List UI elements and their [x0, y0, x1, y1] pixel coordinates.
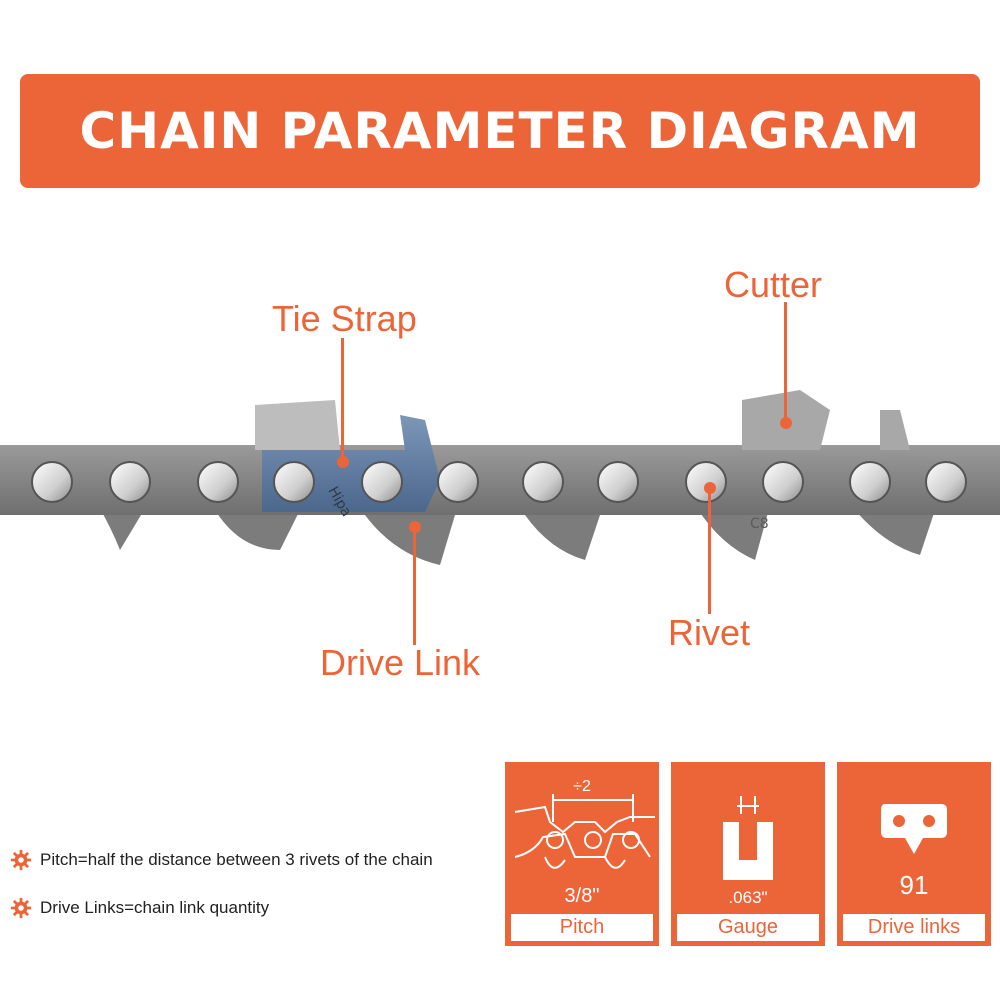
cutter-label: Cutter — [724, 264, 823, 305]
cutter-leader — [784, 302, 787, 423]
gauge-label: Gauge — [717, 916, 779, 938]
pitch-value: 3/8" — [564, 885, 600, 907]
pitch-label-box: Pitch — [511, 914, 653, 941]
pitch-note-text: Pitch=half the distance between 3 rivets… — [40, 850, 433, 869]
drive-links-card: 91 Drive links — [837, 762, 991, 946]
pitch-note: Pitch=half the distance between 3 rivets… — [10, 849, 433, 871]
title-banner: CHAIN PARAMETER DIAGRAM — [20, 74, 980, 188]
drive-links-note: Drive Links=chain link quantity — [10, 897, 269, 919]
pitch-label: Pitch — [559, 916, 605, 938]
drive-link-icon — [881, 804, 947, 854]
gear-icon — [10, 897, 32, 919]
drive-link-leader — [413, 527, 416, 645]
drive-links-label: Drive links — [867, 916, 961, 938]
drive-links-note-text: Drive Links=chain link quantity — [40, 898, 270, 917]
tie-strap-label: Tie Strap — [272, 298, 417, 339]
chain-illustration: Hipa C8 — [0, 390, 1000, 565]
drive-link-label: Drive Link — [320, 642, 481, 683]
drive-links-label-box: Drive links — [843, 914, 985, 941]
drive-link-teeth — [95, 500, 935, 565]
rivet-label: Rivet — [668, 612, 751, 653]
rivets — [31, 461, 967, 503]
page-title: CHAIN PARAMETER DIAGRAM — [79, 102, 921, 160]
drive-links-value: 91 — [899, 870, 929, 900]
gauge-card: .063" Gauge — [671, 762, 825, 946]
chain-code-mark: C8 — [750, 516, 769, 532]
tie-strap-leader — [341, 338, 344, 462]
gauge-label-box: Gauge — [677, 914, 819, 941]
chain-plate-strip — [0, 445, 1000, 515]
cutter-tops — [255, 390, 910, 450]
pitch-card: ÷2 3/8" Pitch — [505, 762, 659, 946]
gauge-value: .063" — [728, 888, 768, 907]
pitch-diagram-icon — [514, 794, 655, 869]
gear-icon — [10, 849, 32, 871]
gauge-diagram-icon — [723, 796, 773, 880]
rivet-leader — [708, 488, 711, 614]
pitch-annotation: ÷2 — [573, 778, 591, 795]
callout-dots — [337, 417, 792, 533]
